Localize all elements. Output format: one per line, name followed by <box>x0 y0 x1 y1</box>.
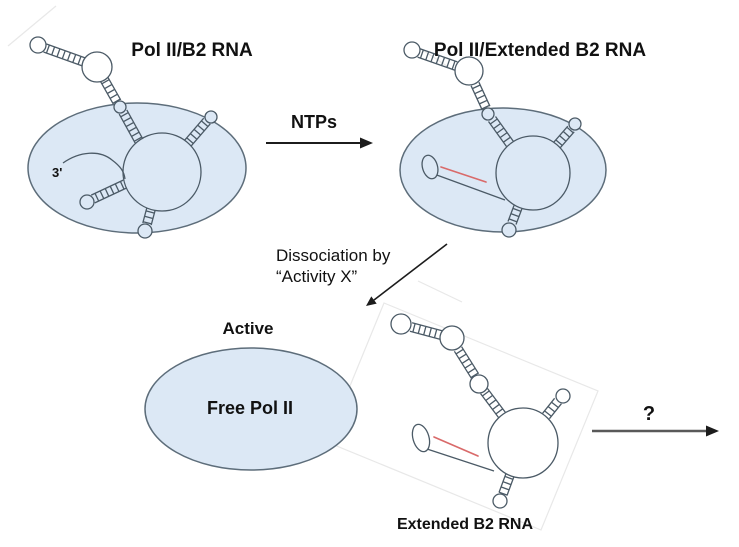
rna-hairpin-loop <box>568 117 582 131</box>
rna-junction-loop <box>113 100 127 114</box>
rna-internal-loop <box>439 325 465 351</box>
question-label: ? <box>643 403 655 425</box>
b2-rna-central-loop <box>487 407 559 479</box>
arrow-head <box>366 296 377 306</box>
arrow-line <box>373 243 448 301</box>
rna-stem <box>453 346 480 379</box>
rna-junction-loop <box>469 374 489 394</box>
free-pol-ii-label: Free Pol II <box>207 398 293 418</box>
complex1-title: Pol II/B2 RNA <box>131 40 253 61</box>
background-artifact <box>417 280 463 303</box>
ntps-label: NTPs <box>291 112 337 132</box>
rna-stem <box>118 109 144 144</box>
rna-3prime-strand <box>62 152 126 180</box>
rna-stem <box>507 205 523 225</box>
b2-rna-central-loop <box>495 135 571 211</box>
rna-stem <box>470 81 491 111</box>
rna-stem <box>142 207 156 226</box>
arrow-head <box>706 425 719 437</box>
extended-rna-red-segment <box>440 166 487 183</box>
complex2-title: Pol II/Extended B2 RNA <box>434 40 646 61</box>
three-prime-label: 3' <box>52 165 62 180</box>
rna-stem <box>487 116 515 147</box>
extended-rna-terminal-loop <box>421 154 439 180</box>
rna-hairpin-loop <box>137 223 153 239</box>
rna-internal-loop <box>454 56 484 86</box>
rna-stem <box>409 322 443 340</box>
dissociation-label-line1: Dissociation by <box>276 246 391 265</box>
ntps-arrow: NTPs <box>266 112 373 149</box>
b2-rna-central-loop <box>122 132 202 212</box>
rna-stem <box>417 48 458 71</box>
rna-hairpin-loop <box>79 194 95 210</box>
free-pol-ii: Active Free Pol II <box>144 319 358 471</box>
rna-hairpin-loop <box>501 222 517 238</box>
rna-stem <box>553 125 575 149</box>
pol-ii-extended-b2-rna-complex: Pol II/Extended B2 RNA <box>399 40 646 238</box>
free-pol-ii-body <box>144 347 358 471</box>
arrow-head <box>360 137 373 149</box>
extended-rna-arm <box>426 448 495 472</box>
rna-stem <box>43 43 86 67</box>
dissociation-arrow: Dissociation by “Activity X” <box>276 243 448 306</box>
rna-stems <box>409 322 562 496</box>
rna-stem <box>99 76 122 105</box>
rna-junction-loop <box>481 107 495 121</box>
rna-hairpin-loop <box>390 313 412 335</box>
rna-internal-loop <box>81 51 113 83</box>
rna-stem <box>90 179 128 204</box>
extended-rna-red-segment <box>433 436 479 457</box>
rna-stem <box>542 397 562 420</box>
rna-stem <box>498 473 515 496</box>
rna-hairpin-loop <box>555 388 571 404</box>
extended-b2-rna-label: Extended B2 RNA <box>397 516 533 533</box>
rna-hairpin-loop <box>29 36 47 54</box>
rna-stem <box>480 388 506 418</box>
dissociation-label-line2: “Activity X” <box>276 267 358 286</box>
pol-ii-b2-rna-complex: 3' Pol II/B2 RNA <box>27 36 253 239</box>
rna-hairpin-loop <box>403 41 421 59</box>
background-artifact <box>7 5 57 47</box>
rna-stems <box>43 43 211 226</box>
rna-hairpin-loop <box>492 493 508 509</box>
extended-b2-rna: Extended B2 RNA <box>390 313 571 533</box>
rna-stem <box>184 117 211 147</box>
question-arrow: ? <box>592 403 719 437</box>
rna-stems <box>417 48 575 225</box>
rna-hairpin-loop <box>204 110 218 124</box>
active-label: Active <box>222 319 273 338</box>
extended-rna-arm <box>433 173 506 201</box>
extended-rna-terminal-loop <box>411 423 431 453</box>
